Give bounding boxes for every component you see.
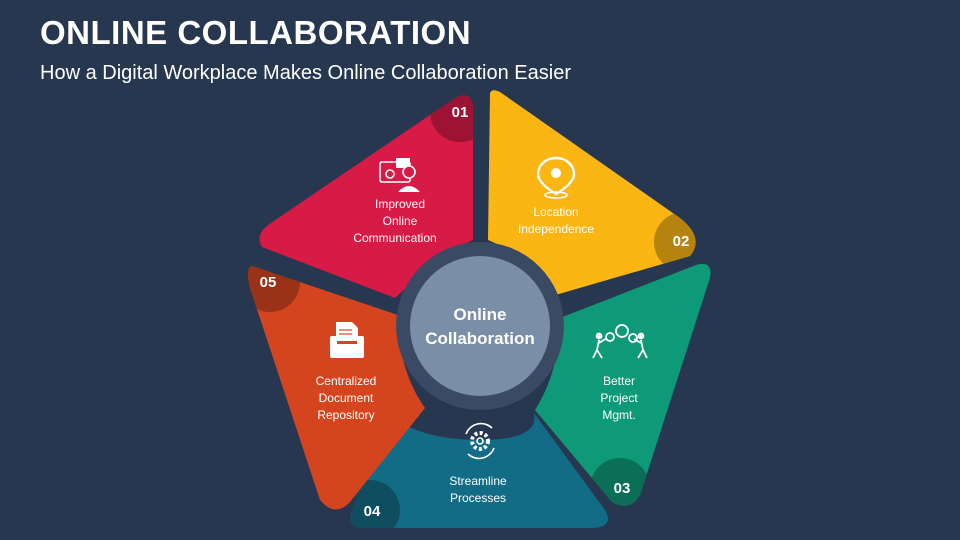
segment-01-label-line-1: Improved xyxy=(375,197,425,211)
segment-05-label-line-1: Centralized xyxy=(316,374,377,388)
document-tray-icon xyxy=(330,322,364,358)
segment-03: 03 Better Project Mgmt. xyxy=(535,263,711,506)
segment-03-label-line-2: Project xyxy=(600,391,638,405)
segment-01-label-line-3: Communication xyxy=(353,231,436,245)
gear-cycle-icon xyxy=(465,422,495,460)
center-label-line-2: Collaboration xyxy=(425,329,535,348)
segment-01-number: 01 xyxy=(452,104,469,121)
location-pin-icon xyxy=(536,156,576,199)
segment-02-label-line-2: Independence xyxy=(518,222,594,236)
segment-04-label-line-1: Streamline xyxy=(449,474,507,488)
segment-05-number: 05 xyxy=(260,274,277,291)
segment-05-label-line-2: Document xyxy=(319,391,374,405)
segment-03-label-line-1: Better xyxy=(603,374,635,388)
video-conference-icon xyxy=(379,158,420,192)
page-title: ONLINE COLLABORATION xyxy=(40,14,472,51)
team-gears-icon xyxy=(592,324,648,359)
segment-02-number: 02 xyxy=(673,233,690,250)
segment-05-label-line-3: Repository xyxy=(317,408,374,422)
page-subtitle: How a Digital Workplace Makes Online Col… xyxy=(40,62,571,84)
segment-04-number: 04 xyxy=(364,503,381,520)
segment-03-number: 03 xyxy=(614,480,631,497)
segment-04-label-line-2: Processes xyxy=(450,491,506,505)
segment-03-label-line-3: Mgmt. xyxy=(602,408,635,422)
segment-01-label-line-2: Online xyxy=(383,214,418,228)
center-label-line-1: Online xyxy=(454,305,507,324)
center-hub: Online Collaboration xyxy=(396,242,564,410)
segment-02-label-line-1: Location xyxy=(533,205,578,219)
segment-02: 02 Location Independence xyxy=(488,90,696,296)
